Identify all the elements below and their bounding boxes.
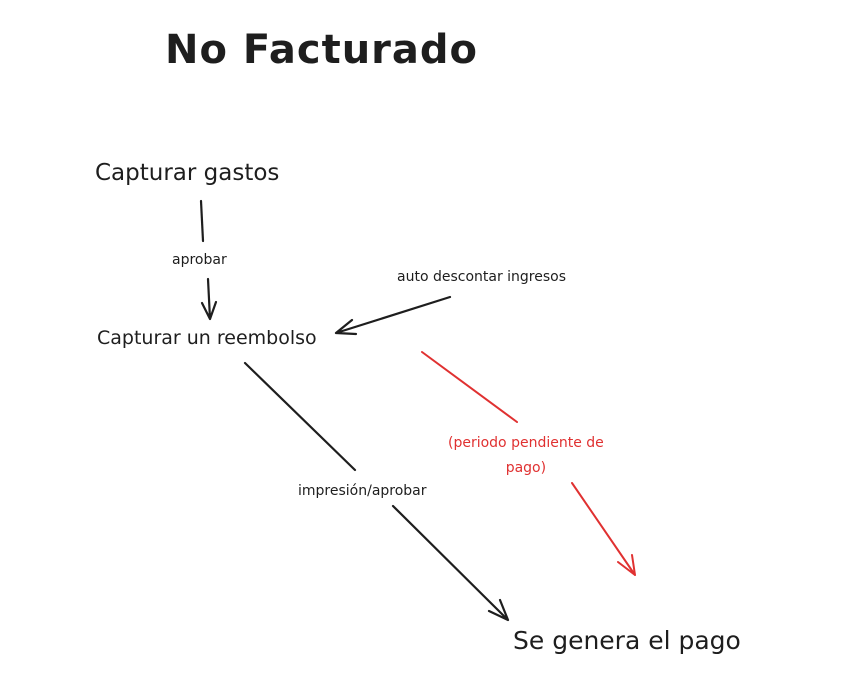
diagram-title: No Facturado (165, 27, 478, 73)
edge-label-periodo: (periodo pendiente de pago) (448, 431, 604, 480)
edge-label-impresion-aprobar: impresión/aprobar (298, 483, 427, 499)
arrow-periodo-top (421, 351, 518, 423)
node-capturar-reembolso: Capturar un reembolso (97, 327, 317, 349)
edge-label-aprobar: aprobar (172, 252, 227, 268)
arrow-auto-descontar (334, 295, 452, 336)
node-genera-pago: Se genera el pago (513, 626, 741, 655)
arrow-impresion-top (243, 361, 357, 472)
edge-label-auto-descontar: auto descontar ingresos (397, 269, 567, 285)
edge-label-periodo-line2: pago) (505, 459, 547, 476)
edge-label-periodo-line1: (periodo pendiente de (448, 435, 604, 451)
arrow-periodo-bottom (571, 482, 636, 576)
arrow-impresion-bottom (391, 504, 510, 622)
node-capturar-gastos: Capturar gastos (95, 160, 280, 186)
arrow-aprobar (200, 277, 218, 321)
connector-gastos-top (199, 199, 205, 243)
